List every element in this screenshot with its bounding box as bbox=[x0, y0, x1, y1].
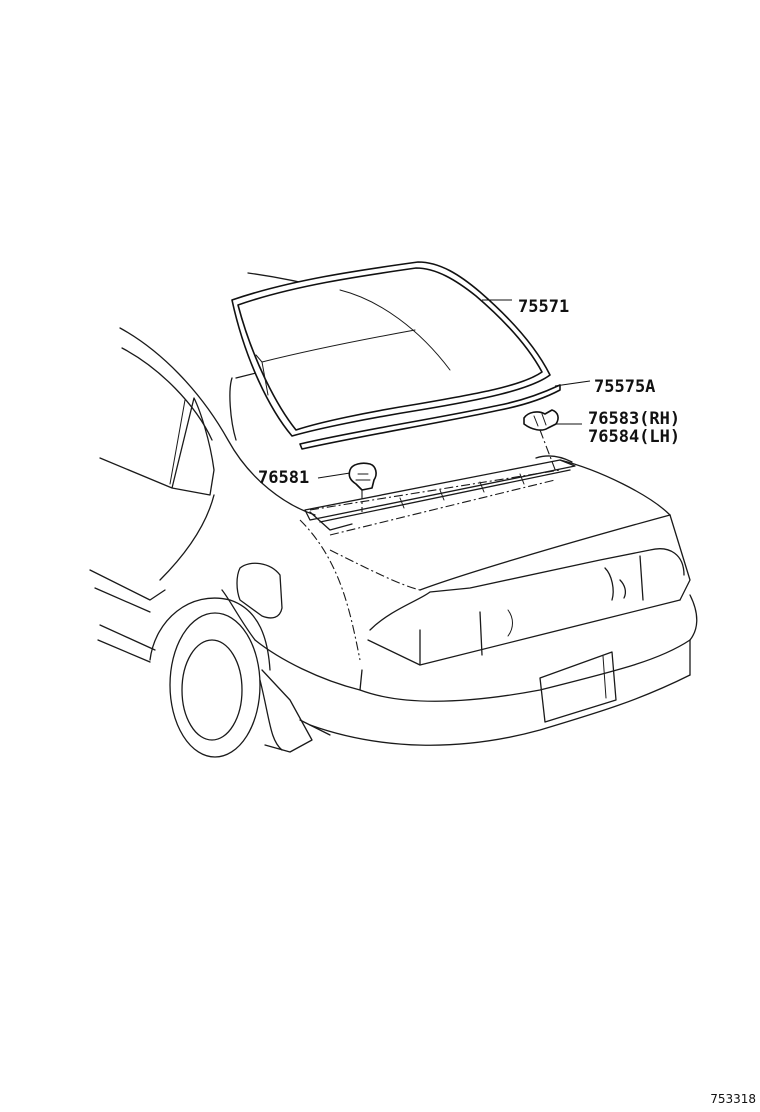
part-callout-76581: 76581 bbox=[258, 468, 310, 488]
car-body-outline bbox=[89, 272, 698, 758]
clip-center-part bbox=[348, 462, 377, 512]
clip-rh-lh-part bbox=[523, 409, 559, 473]
part-callout-75571: 75571 bbox=[518, 297, 570, 317]
rear-window-moulding bbox=[299, 384, 561, 450]
figure-id: 753318 bbox=[710, 1092, 756, 1106]
part-callout-75575a: 75575A bbox=[594, 377, 656, 397]
leader-lines bbox=[317, 299, 591, 479]
part-callout-76583-76584: 76583(RH) 76584(LH) bbox=[588, 409, 681, 447]
rear-window-weatherstrip bbox=[231, 261, 551, 437]
rear-deck-rail bbox=[304, 455, 576, 531]
